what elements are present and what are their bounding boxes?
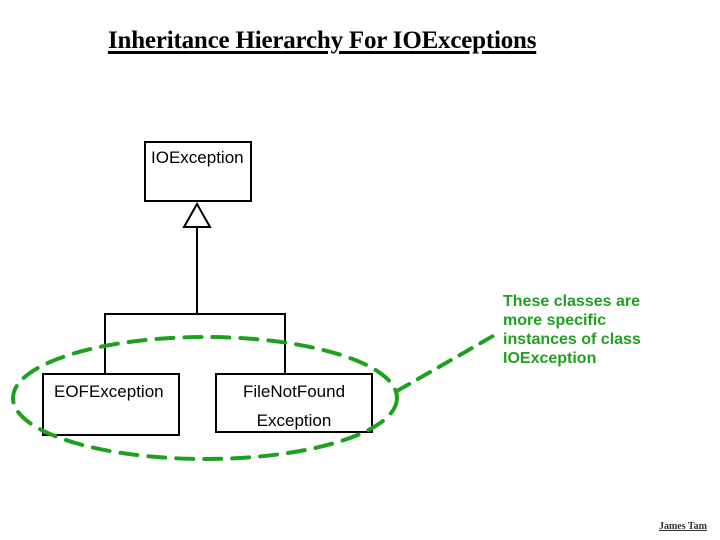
annotation-text: These classes are more specific instance… — [503, 293, 641, 367]
footer-author: James Tam — [658, 521, 707, 532]
connector-branch-line — [104, 313, 286, 373]
class-label-eofexception: EOFException — [54, 382, 164, 401]
class-box-ioexception: IOException — [144, 141, 252, 202]
class-box-eofexception: EOFException — [42, 373, 180, 436]
class-box-filenotfoundexception: FileNotFound Exception — [215, 373, 373, 433]
generalization-arrow-icon — [182, 201, 212, 228]
class-label-ioexception: IOException — [151, 148, 244, 167]
slide-title: Inheritance Hierarchy For IOExceptions — [108, 27, 537, 54]
callout-line — [395, 330, 502, 393]
